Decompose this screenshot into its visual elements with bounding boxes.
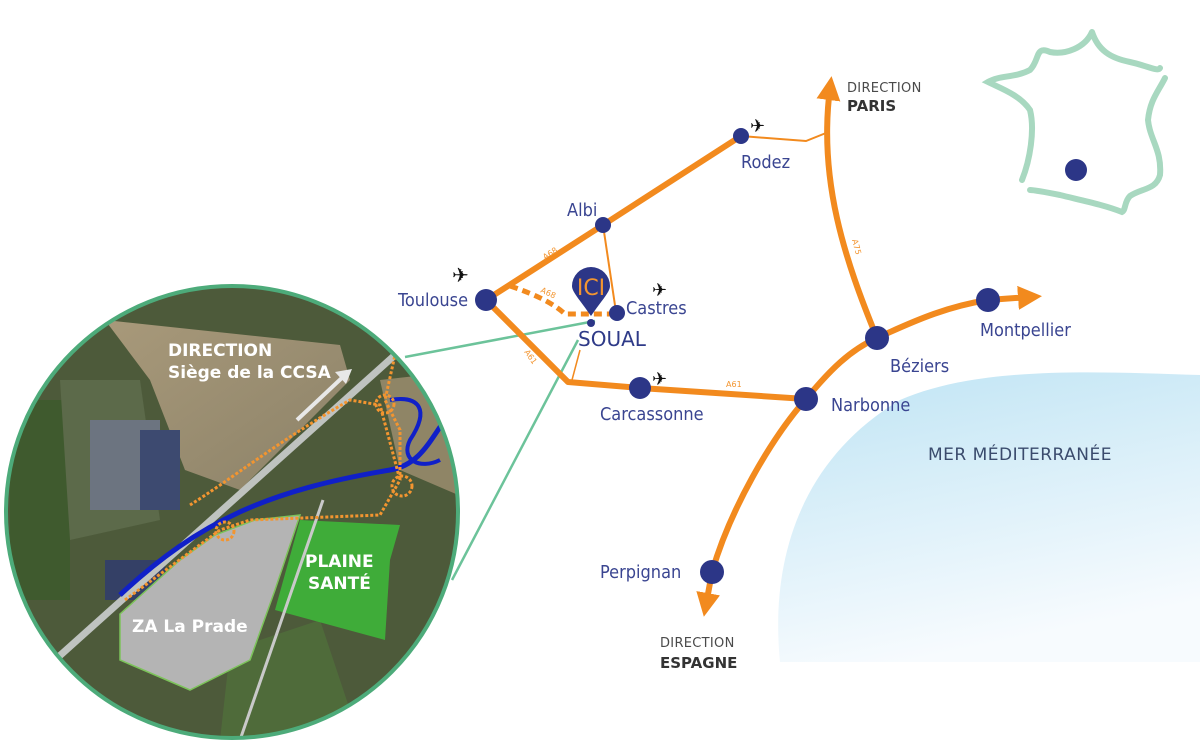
place-label-soual: SOUAL	[578, 327, 647, 351]
road-a68	[483, 133, 744, 303]
airplane-icon-toulouse: ✈	[452, 265, 469, 287]
city-label-castres: Castres	[626, 298, 687, 319]
city-dot-carcassonne[interactable]	[629, 377, 651, 399]
mediterranean-sea	[778, 372, 1200, 662]
direction-arrow-icon	[295, 373, 347, 422]
france-outline	[981, 29, 1168, 216]
airplane-icon-carcassonne: ✈	[652, 369, 667, 389]
city-dot-beziers[interactable]	[865, 326, 889, 350]
city-markers	[475, 128, 1000, 584]
inset-connector-top	[404, 319, 596, 359]
road-label-a61-east: A61	[726, 380, 742, 389]
city-label-rodez: Rodez	[741, 152, 790, 173]
inset-direction-line2: Siège de la CCSA	[168, 363, 332, 383]
direction-espagne-prefix: DIRECTION	[660, 636, 735, 651]
city-label-albi: Albi	[567, 200, 597, 221]
direction-paris-prefix: DIRECTION	[847, 81, 922, 96]
airplane-icon-rodez: ✈	[750, 116, 765, 136]
city-dot-narbonne[interactable]	[794, 387, 818, 411]
location-pin[interactable]: ICI	[572, 267, 610, 316]
inset-plaine-line1: PLAINE	[305, 552, 374, 572]
inset-za-label: ZA La Prade	[132, 617, 248, 637]
road-a68-spur	[509, 283, 612, 317]
road-a9-south	[696, 397, 809, 617]
city-label-perpignan: Perpignan	[600, 562, 681, 583]
inset-connector-bottom	[450, 339, 580, 581]
motorway-blue	[118, 418, 448, 597]
city-dot-castres[interactable]	[609, 305, 625, 321]
road-rodez-a75	[740, 132, 827, 143]
direction-paris-name: PARIS	[847, 97, 896, 115]
road-soual-a61	[571, 349, 581, 381]
city-label-montpellier: Montpellier	[980, 320, 1071, 341]
sea-label: MER MÉDITERRANÉE	[928, 443, 1112, 465]
planned-road-dotted	[124, 354, 402, 602]
city-label-toulouse: Toulouse	[397, 290, 468, 311]
city-dot-albi[interactable]	[595, 217, 611, 233]
inset-direction-line1: DIRECTION	[168, 341, 272, 361]
road-a61	[483, 297, 807, 402]
airplane-icon-castres: ✈	[652, 280, 667, 300]
city-dot-perpignan[interactable]	[700, 560, 724, 584]
road-albi-castres	[602, 224, 617, 313]
city-dot-rodez[interactable]	[733, 128, 749, 144]
city-dot-montpellier[interactable]	[976, 288, 1000, 312]
aerial-inset: DIRECTION Siège de la CCSA PLAINE SANTÉ …	[4, 284, 460, 740]
city-dot-soual[interactable]	[587, 319, 595, 327]
city-label-beziers: Béziers	[890, 356, 949, 377]
road-label-a75: A75	[850, 238, 863, 255]
inset-plaine-line2: SANTÉ	[308, 572, 371, 594]
za-la-prade-zone	[119, 514, 302, 691]
city-dot-toulouse[interactable]	[475, 289, 497, 311]
location-dot	[1065, 159, 1087, 181]
france-locator-map	[981, 29, 1168, 216]
inset-border	[4, 284, 460, 740]
direction-espagne-name: ESPAGNE	[660, 654, 737, 672]
airport-icons: ✈ ✈ ✈ ✈	[452, 116, 765, 389]
city-label-narbonne: Narbonne	[831, 395, 910, 416]
city-label-carcassonne: Carcassonne	[600, 404, 704, 425]
road-a75	[816, 76, 880, 340]
pin-icon	[572, 267, 610, 316]
pin-label: ICI	[577, 276, 605, 301]
